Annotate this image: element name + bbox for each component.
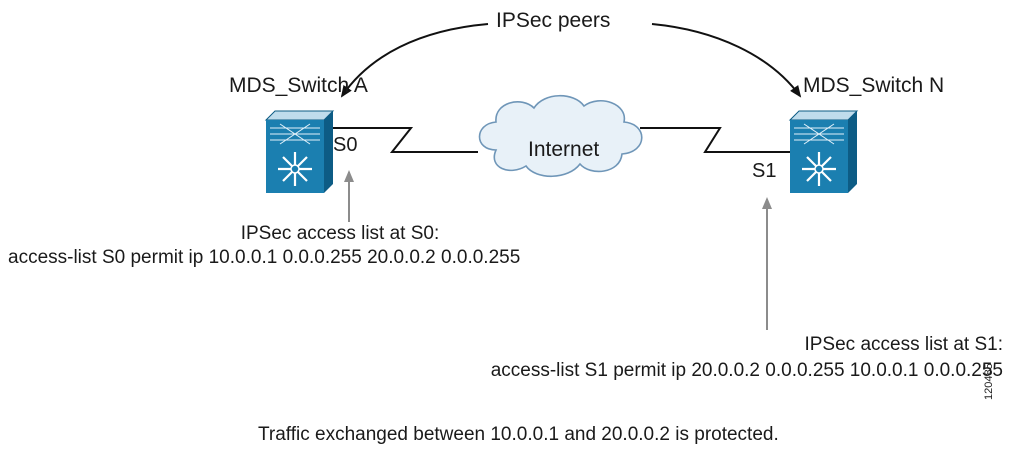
figure-id: 120485 — [983, 363, 995, 400]
acl-s1-rule: access-list S1 permit ip 20.0.0.2 0.0.0.… — [490, 360, 1003, 381]
port-s1-label: S1 — [752, 160, 777, 182]
port-s0-label: S0 — [333, 134, 358, 156]
acl-s0-title: IPSec access list at S0: — [240, 223, 440, 244]
link-internet-switch-n — [640, 127, 790, 153]
acl-s1-title: IPSec access list at S1: — [804, 334, 1003, 355]
internet-label: Internet — [528, 138, 600, 161]
switch-a-label: MDS_Switch A — [229, 74, 368, 97]
footer-caption: Traffic exchanged between 10.0.0.1 and 2… — [258, 424, 779, 445]
peer-arrow-to-switch-n — [651, 23, 802, 98]
switch-a-icon — [264, 110, 335, 193]
switch-n-label: MDS_Switch N — [803, 74, 945, 97]
acl-s0-rule: access-list S0 permit ip 10.0.0.1 0.0.0.… — [8, 247, 521, 268]
ipsec-peers-label: IPSec peers — [496, 9, 611, 32]
switch-n-icon — [788, 110, 859, 193]
internet-cloud-icon — [478, 95, 643, 177]
link-switch-a-internet — [330, 127, 478, 153]
peer-arrow-to-switch-a — [340, 23, 489, 98]
